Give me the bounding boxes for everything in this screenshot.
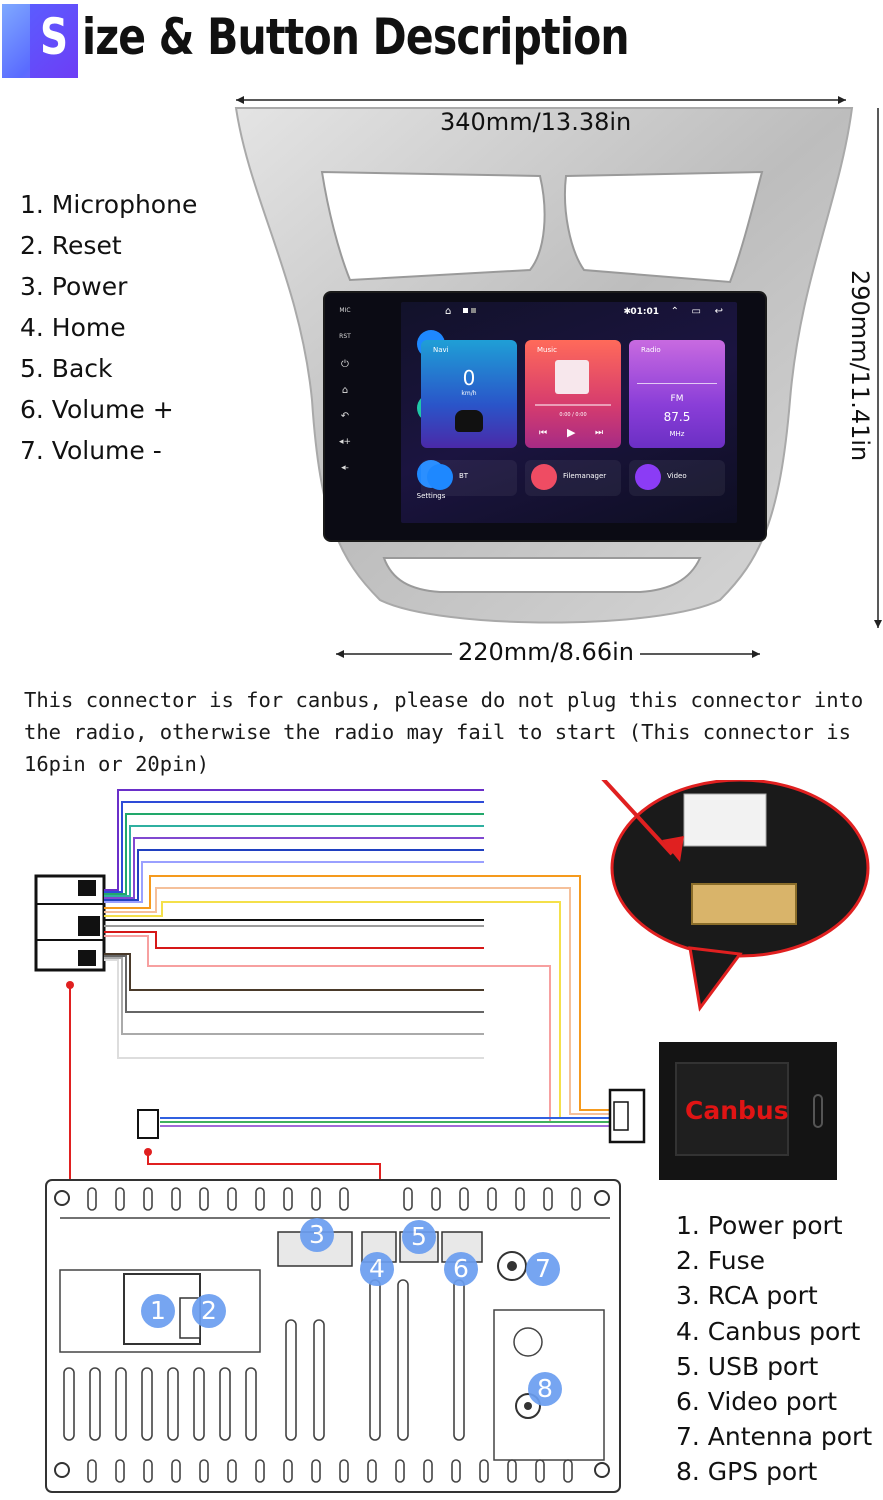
canbus-warning-note: This connector is for canbus, please do … bbox=[24, 688, 864, 776]
window-icon[interactable]: ▭ bbox=[691, 306, 701, 317]
bt-label: BT bbox=[459, 472, 469, 480]
height-dimension-label: 290mm/11.41in bbox=[846, 270, 874, 462]
volume-up-key-icon[interactable]: ◂+ bbox=[338, 437, 352, 447]
next-icon[interactable]: ⏭ bbox=[595, 428, 604, 438]
canbus-label: Canbus bbox=[685, 1096, 789, 1125]
list-item: 1. Microphone bbox=[20, 190, 198, 219]
notification-icon bbox=[471, 308, 476, 313]
header-first-letter: S bbox=[40, 8, 69, 66]
filemanager-shortcut[interactable]: Filemanager bbox=[525, 460, 621, 496]
radio-card[interactable]: Radio FM 87.5 MHz bbox=[629, 340, 725, 448]
badge-antenna-port: 7 bbox=[526, 1252, 560, 1286]
video-shortcut[interactable]: Video bbox=[629, 460, 725, 496]
page-title: ize & Button Description bbox=[82, 8, 630, 66]
list-item: 4. Home bbox=[20, 313, 126, 342]
bluetooth-app-icon bbox=[427, 464, 453, 490]
vent-slots bbox=[87, 1187, 581, 1483]
radio-frequency: 87.5 bbox=[663, 410, 691, 424]
radio-unit: MHz bbox=[669, 430, 685, 438]
progress-track[interactable] bbox=[535, 404, 611, 406]
bottom-width-dimension-label: 220mm/8.66in bbox=[452, 638, 640, 666]
width-dimension-label: 340mm/13.38in bbox=[440, 108, 632, 136]
port-description-list: 1. Power port 2. Fuse 3. RCA port 4. Can… bbox=[676, 1208, 872, 1490]
list-item: 5. USB port bbox=[676, 1351, 819, 1381]
album-art bbox=[555, 360, 589, 394]
badge-usb-port: 5 bbox=[402, 1220, 436, 1254]
back-key-icon[interactable]: ↶ bbox=[340, 411, 350, 422]
head-unit-screen: MIC RST ⏻ ⌂ ↶ ◂+ ◂- ⌂ ✱ 01:01 ⌃ ▭ ↩ WIFI… bbox=[323, 291, 767, 542]
badge-video-port: 6 bbox=[444, 1252, 478, 1286]
badge-power-port: 1 bbox=[141, 1294, 175, 1328]
list-item: 3. RCA port bbox=[676, 1281, 818, 1311]
radio-band: FM bbox=[670, 394, 684, 404]
canbus-decoder-box: Canbus bbox=[659, 1042, 837, 1180]
power-key-icon[interactable]: ⏻ bbox=[341, 359, 349, 370]
list-item: 2. Fuse bbox=[676, 1246, 766, 1276]
music-label: Music bbox=[537, 346, 557, 354]
music-card[interactable]: Music 0:00 / 0:00 ⏮ ▶ ⏭ bbox=[525, 340, 621, 448]
home-key-icon[interactable]: ⌂ bbox=[341, 385, 349, 396]
list-item: 6. Video port bbox=[676, 1387, 838, 1417]
canbus-socket-photo bbox=[691, 883, 797, 925]
lower-vent bbox=[382, 557, 702, 593]
list-item: 7. Volume - bbox=[20, 436, 162, 465]
radio-waveform bbox=[637, 368, 717, 384]
list-item: 5. Back bbox=[20, 354, 113, 383]
button-description-list: 1. Microphone 2. Reset 3. Power 4. Home … bbox=[20, 184, 197, 471]
badge-gps-port: 8 bbox=[528, 1372, 562, 1406]
small-connector bbox=[137, 1109, 159, 1139]
home-icon[interactable]: ⌂ bbox=[445, 306, 452, 317]
car-icon bbox=[455, 410, 483, 432]
header-accent-block bbox=[2, 4, 78, 78]
filemanager-label: Filemanager bbox=[563, 472, 607, 480]
badge-fuse: 2 bbox=[192, 1294, 226, 1328]
list-item: 3. Power bbox=[20, 272, 128, 301]
radio-label: Radio bbox=[641, 346, 661, 354]
list-item: 8. GPS port bbox=[676, 1457, 818, 1487]
previous-icon[interactable]: ⏮ bbox=[539, 428, 548, 438]
microphone-key[interactable]: MIC bbox=[339, 307, 351, 314]
play-icon[interactable]: ▶ bbox=[567, 426, 576, 439]
bt-shortcut[interactable]: BT bbox=[421, 460, 517, 496]
upper-left-vent bbox=[320, 170, 546, 282]
pointer-arrow bbox=[601, 780, 674, 856]
app-label-settings: Settings bbox=[416, 492, 446, 500]
chevron-up-icon[interactable]: ⌃ bbox=[670, 306, 679, 317]
list-item: 1. Power port bbox=[676, 1211, 843, 1240]
list-item: 2. Reset bbox=[20, 231, 122, 260]
upper-right-vent bbox=[563, 170, 764, 284]
canbus-box-face bbox=[675, 1062, 789, 1156]
badge-rca-port: 3 bbox=[300, 1218, 334, 1252]
canbus-port-icon bbox=[813, 1094, 823, 1128]
badge-canbus-port: 4 bbox=[360, 1252, 394, 1286]
list-item: 4. Canbus port bbox=[676, 1316, 861, 1346]
video-icon bbox=[635, 464, 661, 490]
canbus-plug-photo bbox=[683, 793, 767, 847]
video-label: Video bbox=[667, 472, 687, 480]
navi-label: Navi bbox=[433, 346, 449, 354]
side-hardware-keys: MIC RST ⏻ ⌂ ↶ ◂+ ◂- bbox=[337, 307, 353, 489]
bluetooth-icon: ✱ bbox=[623, 307, 631, 317]
speed-value: 0 bbox=[462, 366, 476, 390]
reset-key[interactable]: RST bbox=[339, 333, 351, 340]
music-time: 0:00 / 0:00 bbox=[559, 412, 587, 418]
back-arrow-icon[interactable]: ↩ bbox=[714, 306, 723, 317]
speed-unit: km/h bbox=[461, 390, 477, 397]
status-time: 01:01 bbox=[630, 307, 659, 317]
status-bar: ⌂ ✱ 01:01 ⌃ ▭ ↩ bbox=[401, 302, 737, 324]
android-home-screen: ⌂ ✱ 01:01 ⌃ ▭ ↩ WIFI Apps Settings Navi … bbox=[401, 302, 737, 523]
recent-apps-icon[interactable] bbox=[463, 308, 468, 313]
list-item: 7. Antenna port bbox=[676, 1422, 873, 1452]
filemanager-icon bbox=[531, 464, 557, 490]
volume-down-key-icon[interactable]: ◂- bbox=[341, 463, 349, 473]
list-item: 6. Volume + bbox=[20, 395, 174, 424]
navi-card[interactable]: Navi 0 km/h bbox=[421, 340, 517, 448]
